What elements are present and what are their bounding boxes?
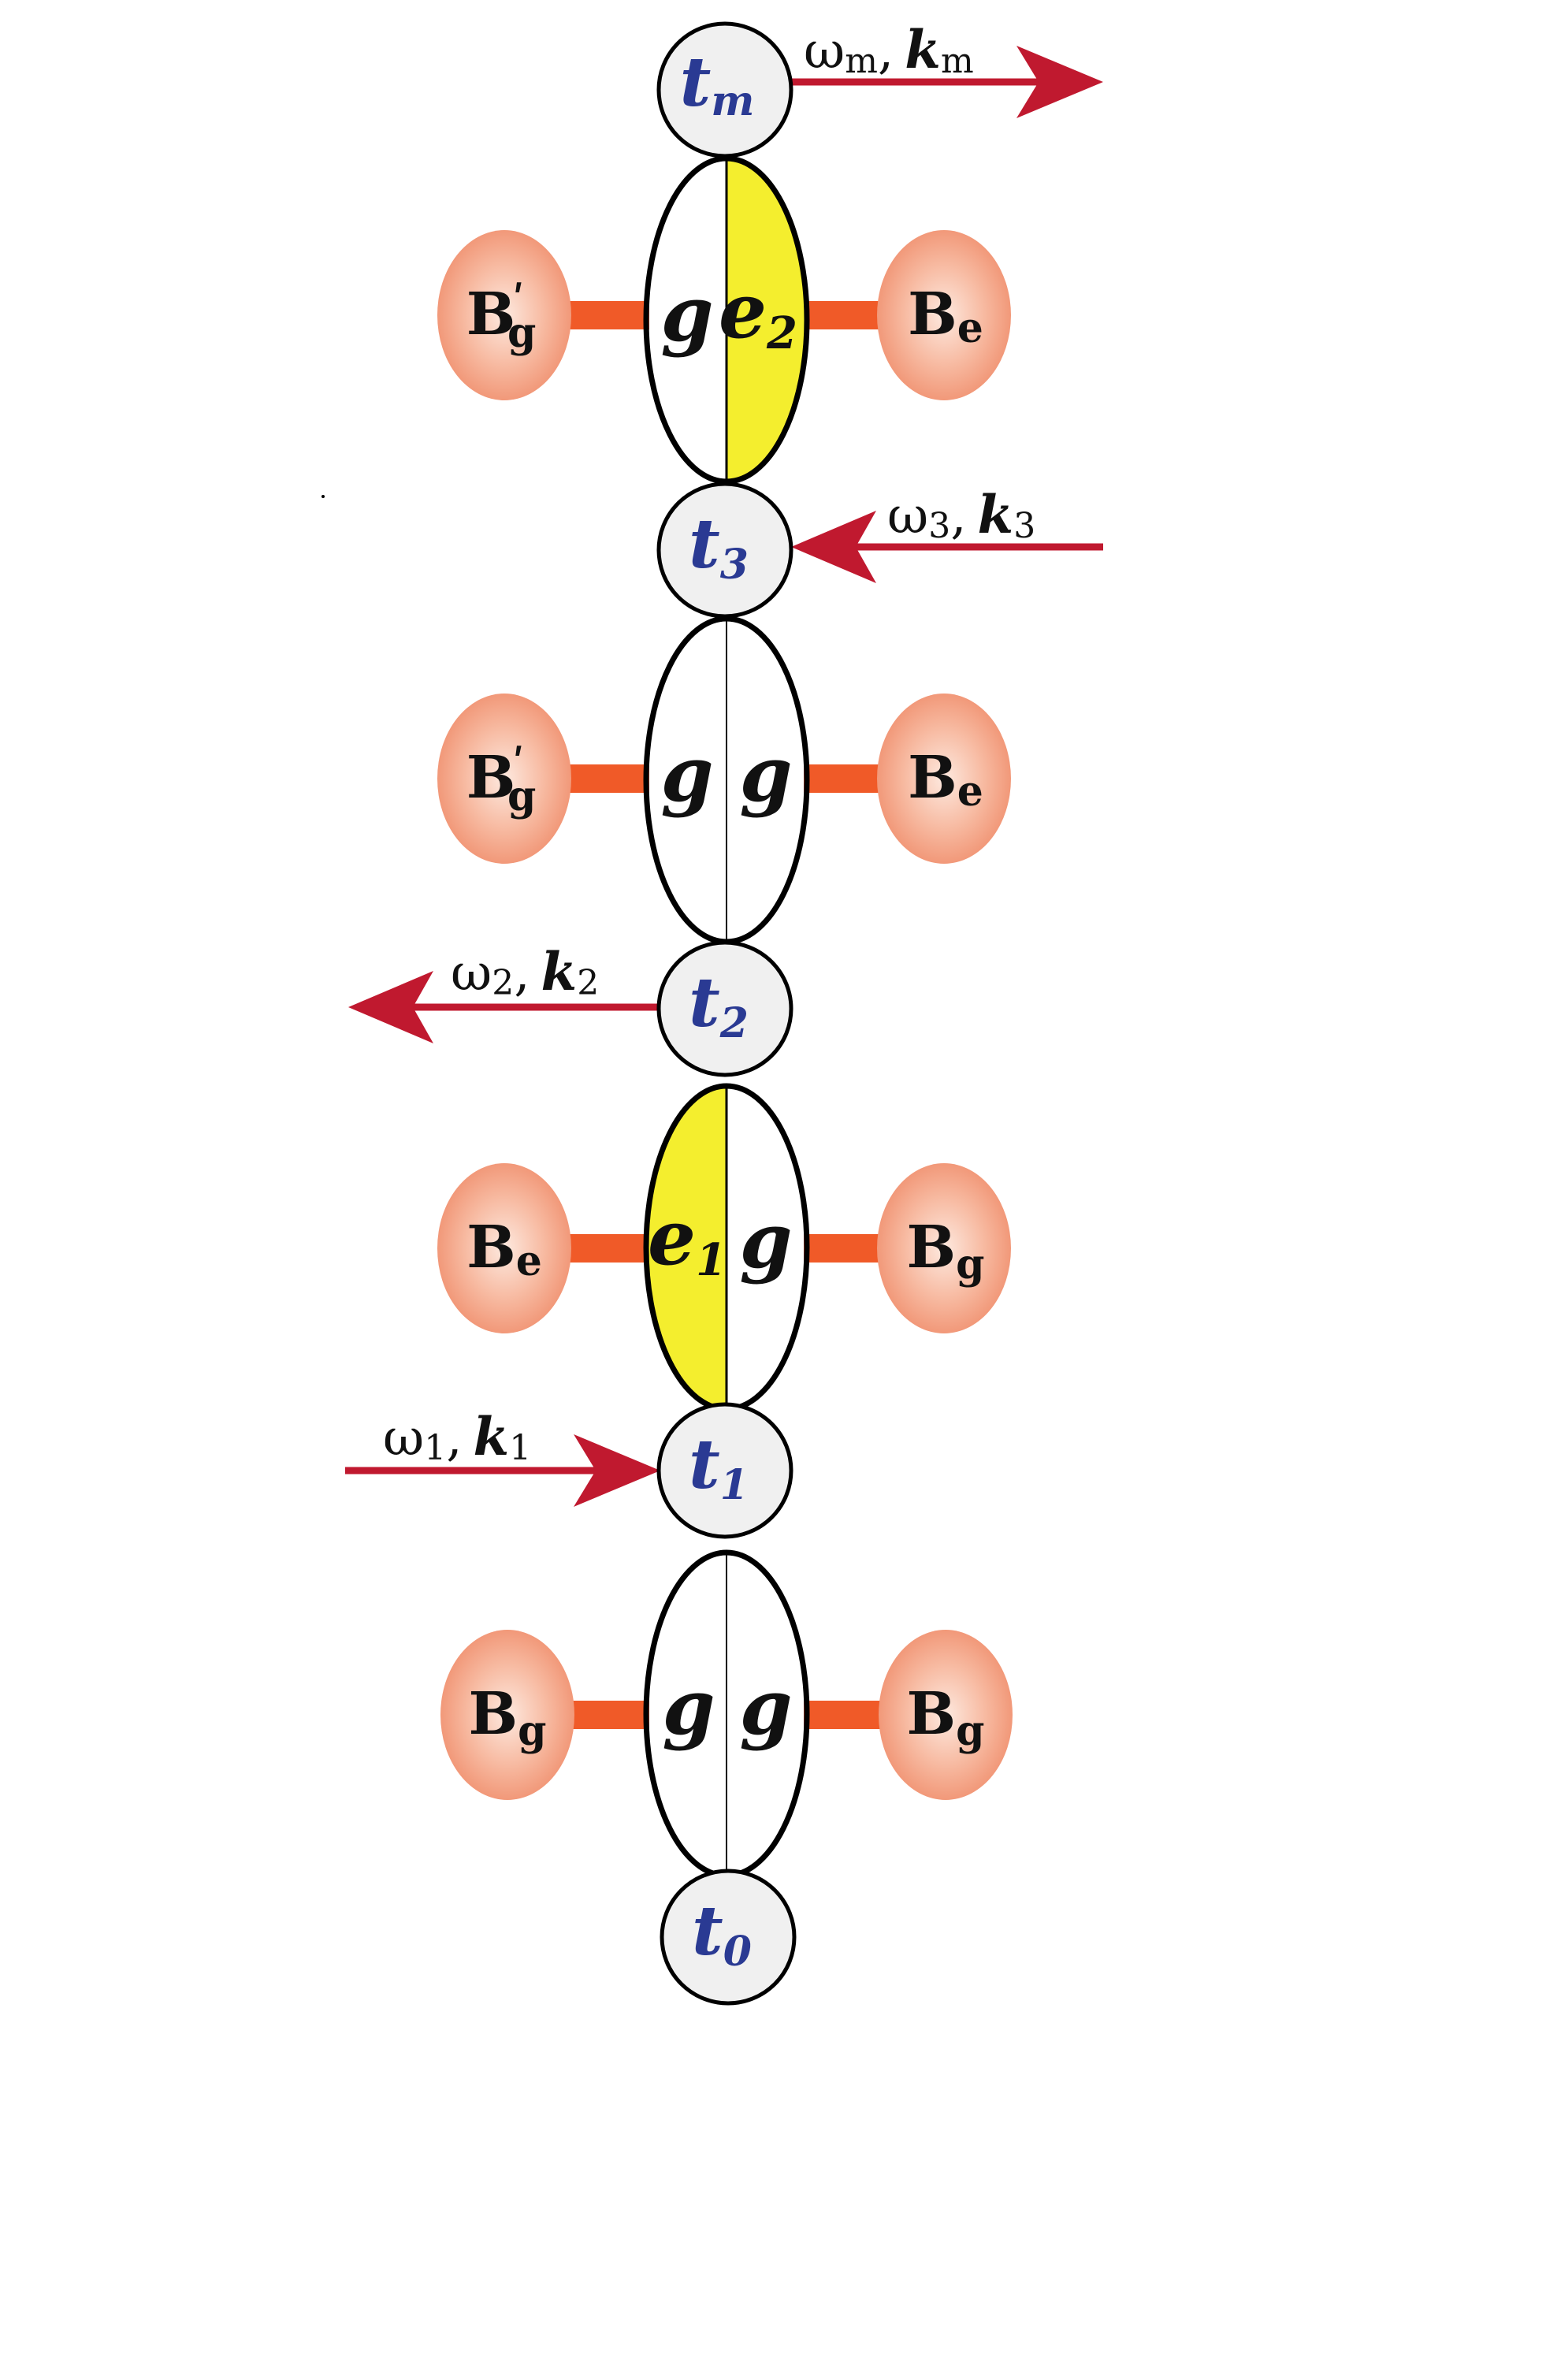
beam-arrow-3: ω3,k3 [791,484,1103,583]
time-node-t1: t1 [656,1402,793,1539]
time-label: t3 [689,504,749,589]
beam-arrow-m: ωm,km [790,19,1103,118]
bath-left [437,694,571,864]
state-right-label: g [739,1196,792,1285]
density-matrix-ellipse [643,155,810,485]
state-left-label: g [660,730,713,819]
state-right-label: e2 [719,266,797,359]
bath-left [437,230,571,400]
time-node-tm: tm [656,21,793,158]
arrow-head-right-icon [1016,46,1103,118]
state-block-3: e1 g Be Bg [437,1083,1011,1412]
time-node-t3: t3 [656,482,793,619]
bath-right-label: Be [908,744,983,816]
time-label: t0 [692,1891,752,1976]
bath-bond-left [567,1701,649,1729]
bath-right-label: Be [908,281,983,352]
beam-label: ω2,k2 [451,941,599,1003]
beam-arrow-2: ω2,k2 [348,941,660,1043]
stray-dot [321,495,325,498]
bath-bond-right [804,301,886,329]
bath-right [877,694,1011,864]
state-left-label: g [660,270,713,359]
time-node-t2: t2 [656,940,793,1077]
bath-left-label: Be [466,1214,542,1285]
bath-right [877,230,1011,400]
arrow-head-left-icon [348,971,433,1043]
state-right-label: g [739,1663,792,1752]
beam-label: ωm,km [804,19,974,81]
beam-arrow-1: ω1,k1 [345,1406,660,1507]
time-label: tm [680,43,755,125]
time-node-t0: t0 [660,1869,797,2006]
bath-bond-left [567,1234,649,1263]
bath-bond-right [804,1234,886,1263]
bath-right-label: Bg [907,1680,985,1755]
bath-bond-left [567,764,649,793]
state-left-label: g [662,1663,715,1752]
bath-left-label: Bg [469,1680,547,1755]
bath-right [877,1163,1011,1333]
bath-left [440,1630,574,1800]
time-label: t1 [689,1425,749,1509]
arrow-head-left-icon [791,511,876,583]
arrow-head-right-icon [574,1434,660,1507]
state-block-4: g g Bg Bg [440,1549,1013,1879]
beam-label: ω1,k1 [383,1406,531,1468]
bath-right-label: Bg [907,1214,985,1289]
state-right-label: g [739,730,792,819]
bath-bond-right [804,1701,886,1729]
bath-left [437,1163,571,1333]
bath-bond-left [567,301,649,329]
state-left-label: e1 [648,1193,727,1286]
bath-bond-right [804,764,886,793]
beam-label: ω3,k3 [887,484,1035,546]
bath-right [879,1630,1013,1800]
time-label: t2 [689,963,749,1047]
